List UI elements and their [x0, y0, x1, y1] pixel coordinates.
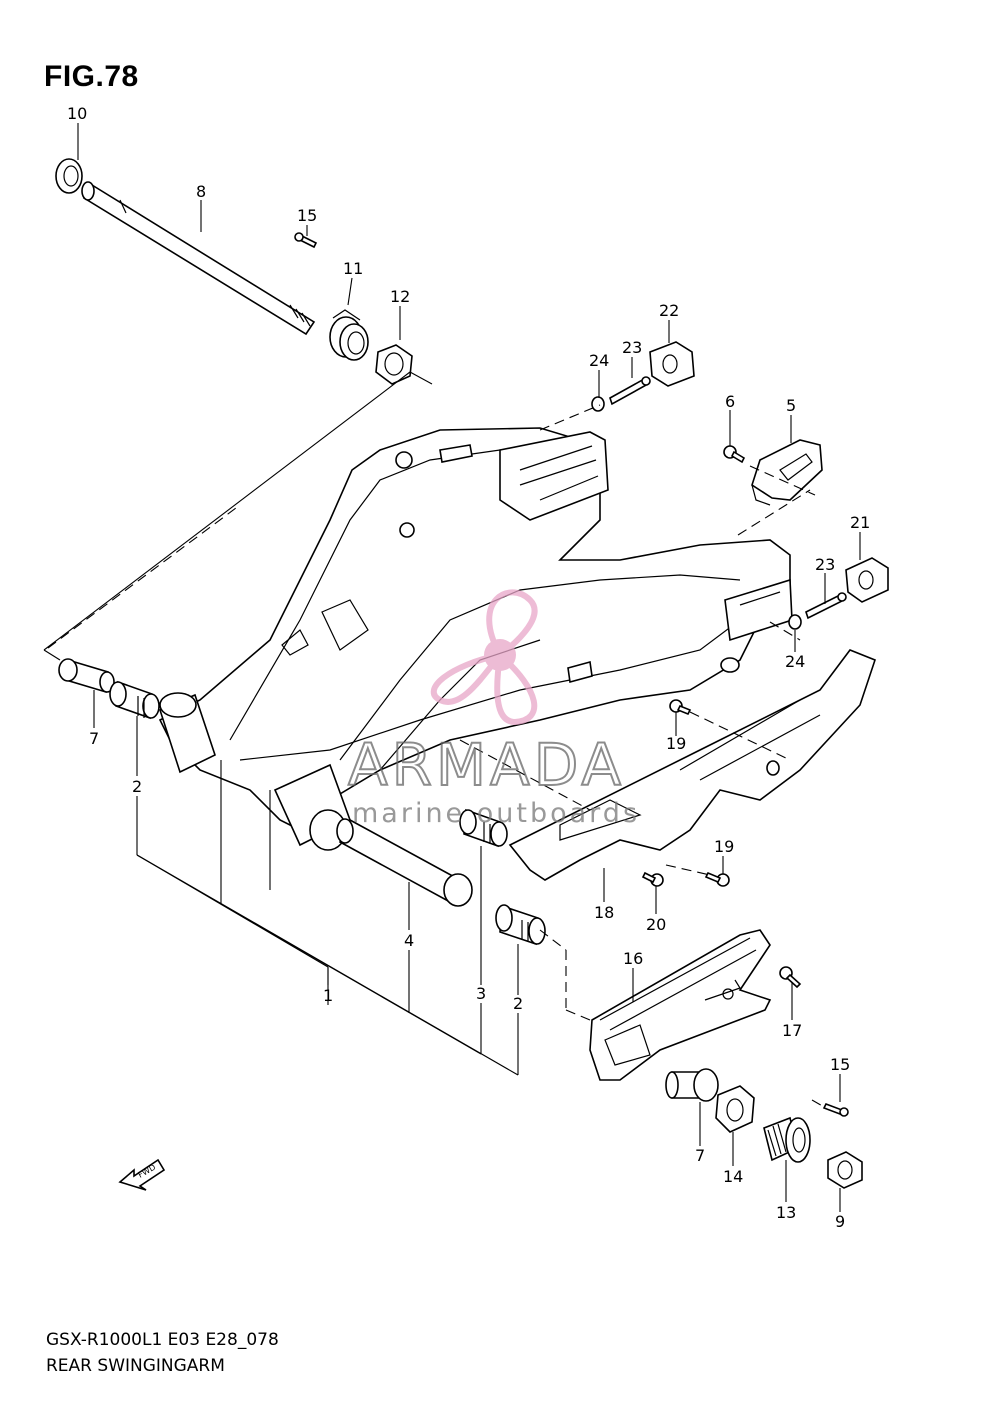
callout-21: 21	[850, 513, 870, 532]
bearing-2-right	[495, 904, 546, 946]
screw-6	[723, 445, 746, 464]
callout-10: 10	[67, 104, 87, 123]
callout-labels: 10 8 15 11 12 22 24 23 6 5 21 23 24 7 2 …	[67, 104, 870, 1231]
figure-title: FIG.78	[44, 60, 139, 93]
callout-19-lower: 19	[714, 837, 734, 856]
adjuster-bolt-11	[329, 309, 369, 361]
callout-11: 11	[343, 259, 363, 278]
pivot-nut-10	[55, 158, 83, 194]
callout-17: 17	[782, 1021, 802, 1040]
pivot-shaft-8	[81, 181, 316, 336]
spacer-7-left	[58, 658, 115, 694]
swingarm-body-1	[158, 427, 793, 851]
callout-15-bottom: 15	[830, 1055, 850, 1074]
screw-17	[779, 966, 802, 989]
callout-12: 12	[390, 287, 410, 306]
bolt-23-top	[609, 376, 651, 406]
callout-23-right: 23	[815, 555, 835, 574]
lock-nut-14	[715, 1085, 755, 1133]
callout-24-top: 24	[589, 351, 609, 370]
callout-4: 4	[404, 931, 414, 950]
chain-adjuster-22	[649, 341, 695, 387]
bolt-19-upper	[669, 699, 692, 716]
callout-7-right: 7	[695, 1146, 705, 1165]
leader-lines	[43, 123, 861, 1212]
lock-nut-12	[375, 344, 413, 385]
callout-6: 6	[725, 392, 735, 411]
callout-19-upper: 19	[666, 734, 686, 753]
chain-buffer-16	[589, 929, 772, 1081]
washer-24-right	[788, 614, 802, 630]
footer-title: REAR SWINGINGARM	[46, 1356, 225, 1376]
bolt-19-lower	[704, 871, 730, 887]
propeller-logo-icon	[430, 589, 538, 726]
callout-13: 13	[776, 1203, 796, 1222]
footer-code: GSX-R1000L1 E03 E28_078	[46, 1330, 279, 1350]
callout-18: 18	[594, 903, 614, 922]
callout-14: 14	[723, 1167, 743, 1186]
spacer-4	[336, 818, 473, 907]
adjuster-13	[763, 1116, 811, 1163]
callout-22: 22	[659, 301, 679, 320]
spacer-7-right	[665, 1068, 719, 1102]
bolt-20	[641, 871, 664, 887]
chain-adjuster-21	[845, 557, 889, 603]
callout-8: 8	[196, 182, 206, 201]
callout-1: 1	[323, 986, 333, 1005]
chain-guide-5	[751, 439, 823, 506]
callout-16: 16	[623, 949, 643, 968]
callout-9: 9	[835, 1212, 845, 1231]
washer-24-top	[591, 396, 605, 412]
callout-5: 5	[786, 396, 796, 415]
bearing-3	[459, 808, 508, 848]
fwd-arrow-icon: FWD	[118, 1158, 166, 1191]
callout-3: 3	[476, 984, 486, 1003]
bolt-23-right	[805, 592, 847, 620]
watermark-tagline: marine outboards	[352, 798, 640, 829]
callout-2-left: 2	[132, 777, 142, 796]
watermark-brand: ARMADA	[348, 731, 625, 799]
screw-15-bottom	[822, 1102, 849, 1117]
armada-watermark: ARMADA marine outboards	[347, 589, 640, 829]
callout-24-right: 24	[785, 652, 805, 671]
screw-15-top	[294, 232, 318, 249]
propeller-hub	[484, 639, 516, 671]
callout-20: 20	[646, 915, 666, 934]
chain-cover-18	[508, 649, 876, 881]
callout-23-top: 23	[622, 338, 642, 357]
callout-15-top: 15	[297, 206, 317, 225]
nut-9	[827, 1151, 863, 1189]
callout-7-left: 7	[89, 729, 99, 748]
dashed-alignment-lines	[47, 404, 827, 1109]
bearing-2-left	[109, 680, 160, 720]
callout-2-right: 2	[513, 994, 523, 1013]
